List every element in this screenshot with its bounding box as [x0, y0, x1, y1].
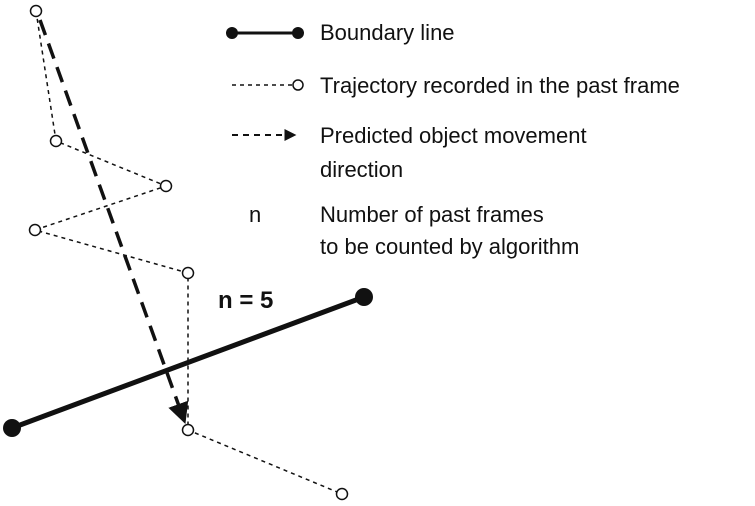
legend-predicted-label-line1: Predicted object movement — [320, 123, 587, 148]
boundary-endpoint-left — [3, 419, 21, 437]
trajectory-point — [181, 423, 195, 437]
legend-boundary-line: Boundary line — [226, 20, 455, 45]
legend-boundary-endpoint-right — [292, 27, 304, 39]
legend-n-description-line1: Number of past frames — [320, 202, 544, 227]
predicted-direction-arrow — [38, 19, 189, 424]
trajectory-point — [181, 266, 195, 280]
trajectory-point — [29, 4, 43, 18]
boundary-line-segment — [11, 294, 365, 431]
legend-boundary-endpoint-left — [226, 27, 238, 39]
legend-boundary-label: Boundary line — [320, 20, 455, 45]
trajectory-point — [28, 223, 42, 237]
legend-trajectory: Trajectory recorded in the past frame — [232, 73, 680, 98]
trajectory-point — [335, 487, 349, 501]
boundary-line — [3, 288, 373, 437]
n-value-label: n = 5 — [218, 287, 273, 314]
legend-predicted-direction: Predicted object movement direction — [232, 123, 587, 182]
legend-trajectory-label: Trajectory recorded in the past frame — [320, 73, 680, 98]
legend: Boundary line Trajectory recorded in the… — [226, 20, 680, 259]
trajectory-point — [159, 179, 173, 193]
legend-n: n Number of past frames to be counted by… — [249, 202, 579, 259]
trajectory — [28, 4, 349, 501]
predicted-direction — [38, 19, 189, 424]
legend-n-description-line2: to be counted by algorithm — [320, 234, 579, 259]
boundary-endpoint-right — [355, 288, 373, 306]
legend-n-symbol: n — [249, 202, 261, 227]
trajectory-point — [49, 134, 63, 148]
legend-predicted-label-line2: direction — [320, 157, 403, 182]
legend-trajectory-point — [292, 79, 304, 91]
